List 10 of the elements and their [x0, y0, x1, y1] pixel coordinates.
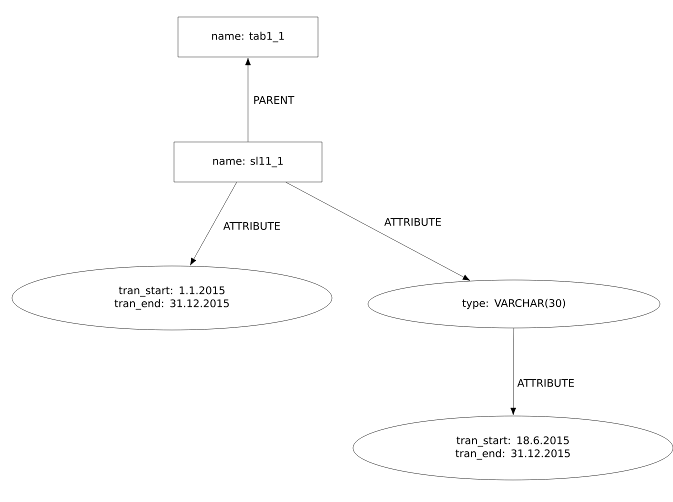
edge-label: ATTRIBUTE	[516, 378, 576, 388]
edge-label: PARENT	[252, 95, 296, 105]
arrow	[510, 328, 516, 416]
name-box: name: tab1_1	[178, 16, 318, 58]
arrow	[190, 182, 237, 266]
edge-label: ATTRIBUTE	[383, 217, 443, 227]
arrow	[245, 58, 251, 142]
name-box: name: sl11_1	[174, 142, 322, 182]
edge-label: ATTRIBUTE	[222, 221, 282, 231]
arrow	[286, 182, 470, 281]
